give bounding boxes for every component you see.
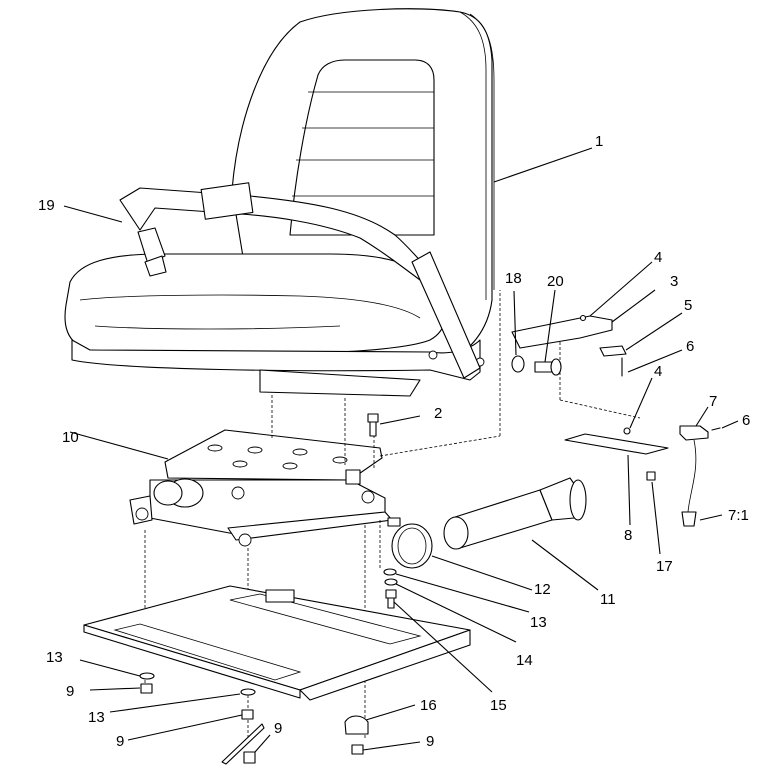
seat-belt-buckle	[200, 182, 254, 220]
callout-14: 14	[516, 652, 533, 669]
suspension-bolt	[231, 486, 245, 500]
clip-5	[599, 345, 627, 357]
washer-13	[383, 568, 397, 576]
seat-mount-hole	[428, 350, 438, 360]
seat-backrest-edge	[469, 13, 495, 290]
suspension-slot	[332, 456, 348, 464]
callout-17: 17	[656, 558, 673, 575]
callout-19: 19	[38, 197, 55, 214]
callout-12: 12	[534, 581, 551, 598]
suspension-bolt	[135, 507, 149, 521]
suspension-slot	[247, 446, 263, 454]
connector-7-1	[681, 511, 697, 527]
screw-4	[579, 314, 587, 322]
callout-4: 4	[654, 363, 662, 380]
screw-6b	[711, 427, 721, 431]
seat-base-lower	[259, 369, 421, 397]
storage-tube-11	[443, 477, 587, 550]
base-plate	[83, 585, 471, 701]
seat-belt-latch	[137, 227, 166, 265]
callout-13: 13	[88, 709, 105, 726]
base-plate-slot	[229, 593, 422, 645]
suspension-bolt	[238, 533, 252, 547]
washer-18	[511, 355, 525, 373]
clamp-12	[387, 517, 433, 569]
seat-suspension	[129, 429, 393, 547]
nut-9-right	[351, 744, 364, 755]
base-plate-side	[299, 629, 471, 701]
callout-9: 9	[66, 683, 74, 700]
suspension-bolt	[361, 490, 375, 504]
callouts: 1 2 3 4 5 6 4 7 6 7:1 8 17 11 12 13 14 1…	[38, 133, 750, 750]
callout-18: 18	[505, 270, 522, 287]
switch-7-wire	[687, 439, 697, 513]
callout-15: 15	[490, 697, 507, 714]
callout-11: 11	[600, 591, 616, 608]
nut-9-center	[241, 709, 254, 720]
suspension-knob-face	[153, 480, 183, 506]
seat-belt-anchor	[411, 251, 481, 379]
washer-13-center	[240, 688, 256, 696]
callout-16: 16	[420, 697, 437, 714]
spring-pin	[221, 723, 265, 765]
callout-9: 9	[116, 733, 124, 750]
nut-9-lower	[243, 751, 256, 764]
callout-3: 3	[670, 273, 678, 290]
callout-2: 2	[434, 405, 442, 422]
bracket-3	[511, 315, 613, 349]
washer-14	[384, 578, 398, 586]
callout-7: 7	[709, 393, 717, 410]
nut-17	[646, 471, 656, 481]
suspension-slot	[282, 462, 298, 470]
seat-cushion	[64, 253, 447, 356]
bolt-15-shank	[387, 597, 395, 609]
callout-9: 9	[274, 720, 282, 737]
base-plate-left	[83, 624, 301, 699]
washer-13-left	[139, 672, 155, 680]
base-plate-bracket	[265, 589, 295, 603]
callout-6: 6	[742, 412, 750, 429]
seat-cushion-seam	[94, 325, 341, 330]
screw-4b	[623, 427, 631, 435]
callout-13: 13	[46, 649, 63, 666]
callout-6: 6	[686, 338, 694, 355]
bolt-2	[367, 413, 379, 437]
seat-backrest-edge	[459, 11, 487, 300]
callout-20: 20	[547, 273, 564, 290]
clip-16	[344, 715, 369, 735]
suspension-slot	[292, 448, 308, 456]
seat-belt-latch-tip	[144, 255, 167, 277]
callout-1: 1	[595, 133, 603, 150]
seat-cushion-seam	[79, 294, 421, 319]
base-plate-slot	[113, 623, 302, 681]
nut-9-left	[140, 683, 153, 694]
seat-assembly	[64, 8, 495, 397]
seat-belt	[119, 182, 481, 379]
bolt-15-head	[385, 589, 397, 599]
suspension-slot	[207, 444, 223, 452]
callout-8: 8	[624, 527, 632, 544]
leader-lines	[63, 147, 739, 753]
plate-8	[564, 433, 669, 455]
callout-4: 4	[654, 249, 662, 266]
callout-5: 5	[684, 297, 692, 314]
callout-13: 13	[530, 614, 547, 631]
seat-backrest-panel	[289, 59, 435, 236]
switch-7	[679, 425, 709, 441]
suspension-slot	[232, 460, 248, 468]
suspension-top-plate	[164, 429, 383, 481]
bolt-20	[534, 358, 562, 376]
callout-9: 9	[426, 733, 434, 750]
callout-10: 10	[62, 429, 79, 446]
suspension-stud	[345, 469, 361, 485]
callout-7-1: 7:1	[728, 507, 749, 524]
